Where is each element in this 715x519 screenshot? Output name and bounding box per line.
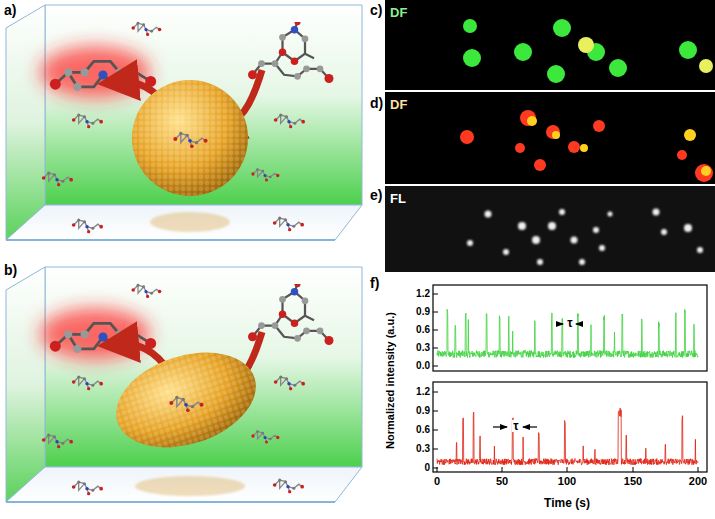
figure-label: 0.9 <box>416 307 430 317</box>
tau-arrow <box>493 426 507 427</box>
figure-label: c) <box>370 3 382 17</box>
figure-label: 0.3 <box>416 343 430 353</box>
figure-label: 1.2 <box>416 289 430 299</box>
figure-label: Time (s) <box>544 497 590 509</box>
figure-label: τ <box>512 420 519 432</box>
tau-arrow <box>556 323 563 324</box>
figure-label: 150 <box>624 476 642 487</box>
figure-label: d) <box>370 96 383 110</box>
figure-label: f) <box>370 276 379 290</box>
figure-label: 1.2 <box>416 387 430 397</box>
figure-label: a) <box>4 3 16 17</box>
figure-label: 50 <box>496 476 508 487</box>
figure-label: DF <box>390 6 407 19</box>
figure-label: DF <box>390 98 407 111</box>
intensity-trace <box>437 408 698 465</box>
figure-label: 0.3 <box>416 444 430 454</box>
figure-label: 0.0 <box>416 361 430 371</box>
figure-label: 200 <box>689 476 707 487</box>
figure-label: 0.9 <box>416 406 430 416</box>
figure-label: τ <box>566 317 573 329</box>
tau-arrow <box>523 426 537 427</box>
intensity-trace <box>437 309 698 357</box>
figure-label: b) <box>4 263 17 277</box>
figure-label: Normalized intensity (a.u.) <box>385 312 396 449</box>
figure-label: 0.6 <box>416 325 430 335</box>
figure-label: 0 <box>424 463 430 473</box>
figure-label: 0.6 <box>416 425 430 435</box>
tau-arrow <box>576 323 583 324</box>
figure-label: e) <box>370 188 382 202</box>
figure-label: 0 <box>434 476 440 487</box>
figure-label: 100 <box>558 476 576 487</box>
figure-label: FL <box>390 192 406 205</box>
